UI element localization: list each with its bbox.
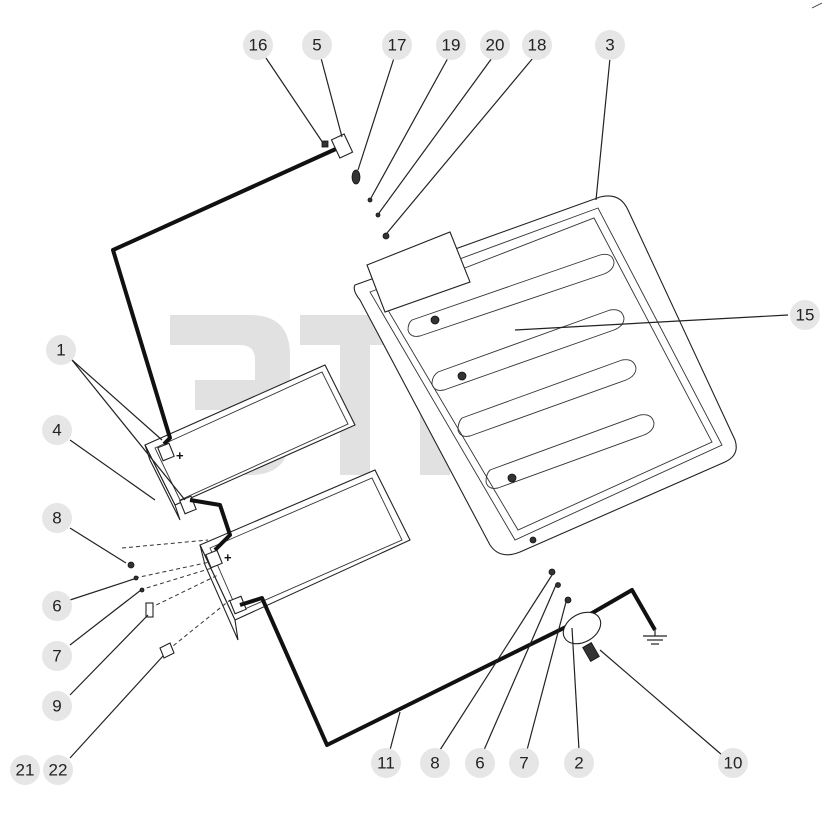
svg-text:9: 9 (52, 697, 61, 716)
svg-text:7: 7 (519, 754, 528, 773)
callout-21: 21 (10, 755, 40, 785)
callout-7-bottom: 7 (509, 748, 539, 778)
callout-2: 2 (564, 748, 594, 778)
svg-text:22: 22 (49, 761, 68, 780)
callout-8-left: 8 (42, 503, 72, 533)
leader-lines (69, 57, 789, 759)
svg-text:19: 19 (442, 36, 461, 55)
callout-10: 10 (718, 748, 748, 778)
svg-text:3: 3 (605, 36, 614, 55)
svg-text:17: 17 (388, 36, 407, 55)
svg-text:8: 8 (430, 754, 439, 773)
svg-text:10: 10 (724, 754, 743, 773)
cable-jumper (189, 498, 232, 552)
svg-text:5: 5 (312, 36, 321, 55)
left-hardware (121, 539, 231, 659)
ground-icon (643, 630, 667, 645)
svg-text:20: 20 (486, 36, 505, 55)
callout-5: 5 (302, 30, 332, 60)
callout-15: 15 (790, 300, 820, 330)
battery-lower: + (199, 469, 411, 641)
cables (111, 146, 657, 747)
callout-22: 22 (43, 755, 73, 785)
callout-9: 9 (42, 691, 72, 721)
svg-text:6: 6 (475, 754, 484, 773)
svg-text:15: 15 (796, 306, 815, 325)
battery-switch (548, 568, 602, 662)
svg-text:4: 4 (52, 421, 61, 440)
callout-4: 4 (42, 415, 72, 445)
svg-text:8: 8 (52, 509, 61, 528)
positive-terminal-lower: + (224, 550, 232, 565)
svg-text:6: 6 (52, 597, 61, 616)
callout-19: 19 (436, 30, 466, 60)
callout-20: 20 (480, 30, 510, 60)
battery-tray (353, 195, 737, 556)
svg-text:16: 16 (249, 36, 268, 55)
svg-text:18: 18 (528, 36, 547, 55)
callout-17: 17 (382, 30, 412, 60)
callout-7-left: 7 (42, 641, 72, 671)
svg-text:7: 7 (52, 647, 61, 666)
svg-text:1: 1 (56, 341, 65, 360)
svg-text:21: 21 (16, 761, 35, 780)
svg-text:2: 2 (574, 754, 583, 773)
small-hardware (351, 169, 390, 240)
callout-18: 18 (522, 30, 552, 60)
cable-upper (111, 146, 339, 446)
connector-top (321, 133, 354, 159)
callout-6-left: 6 (42, 591, 72, 621)
battery-upper: + (144, 364, 356, 521)
positive-terminal-upper: + (176, 448, 184, 463)
callout-3: 3 (595, 30, 625, 60)
callout-16: 16 (243, 30, 273, 60)
cable-ground-lower (239, 596, 581, 747)
callout-labels: 16 5 17 19 20 18 3 15 1 4 8 6 7 9 21 22 … (10, 30, 820, 785)
callout-11: 11 (371, 748, 401, 778)
callout-8-bottom: 8 (420, 748, 450, 778)
cable-ground-right (579, 588, 657, 631)
callout-6-bottom: 6 (465, 748, 495, 778)
svg-text:11: 11 (377, 754, 395, 773)
corner-mark (811, 2, 823, 9)
callout-1: 1 (46, 335, 76, 365)
